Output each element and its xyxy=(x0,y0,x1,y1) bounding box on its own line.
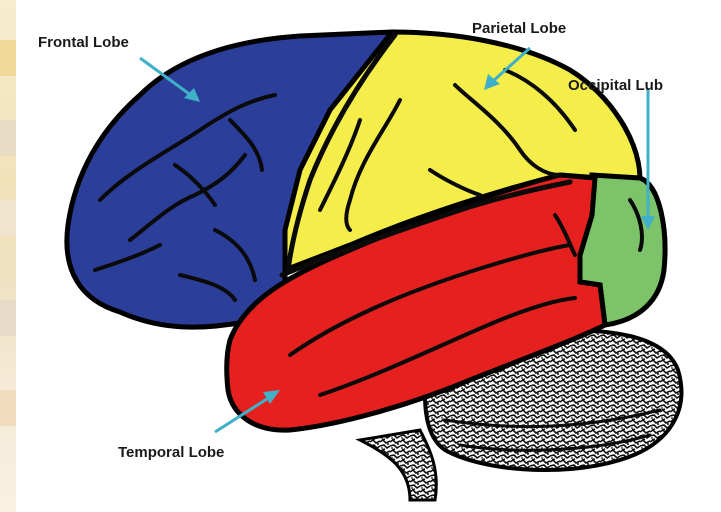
occipital-lobe-label: Occipital Lub xyxy=(568,77,663,94)
brain-stem xyxy=(360,430,436,500)
parietal-lobe-label: Parietal Lobe xyxy=(472,20,566,37)
temporal-lobe-label: Temporal Lobe xyxy=(118,444,224,461)
frontal-lobe-label: Frontal Lobe xyxy=(38,34,129,51)
